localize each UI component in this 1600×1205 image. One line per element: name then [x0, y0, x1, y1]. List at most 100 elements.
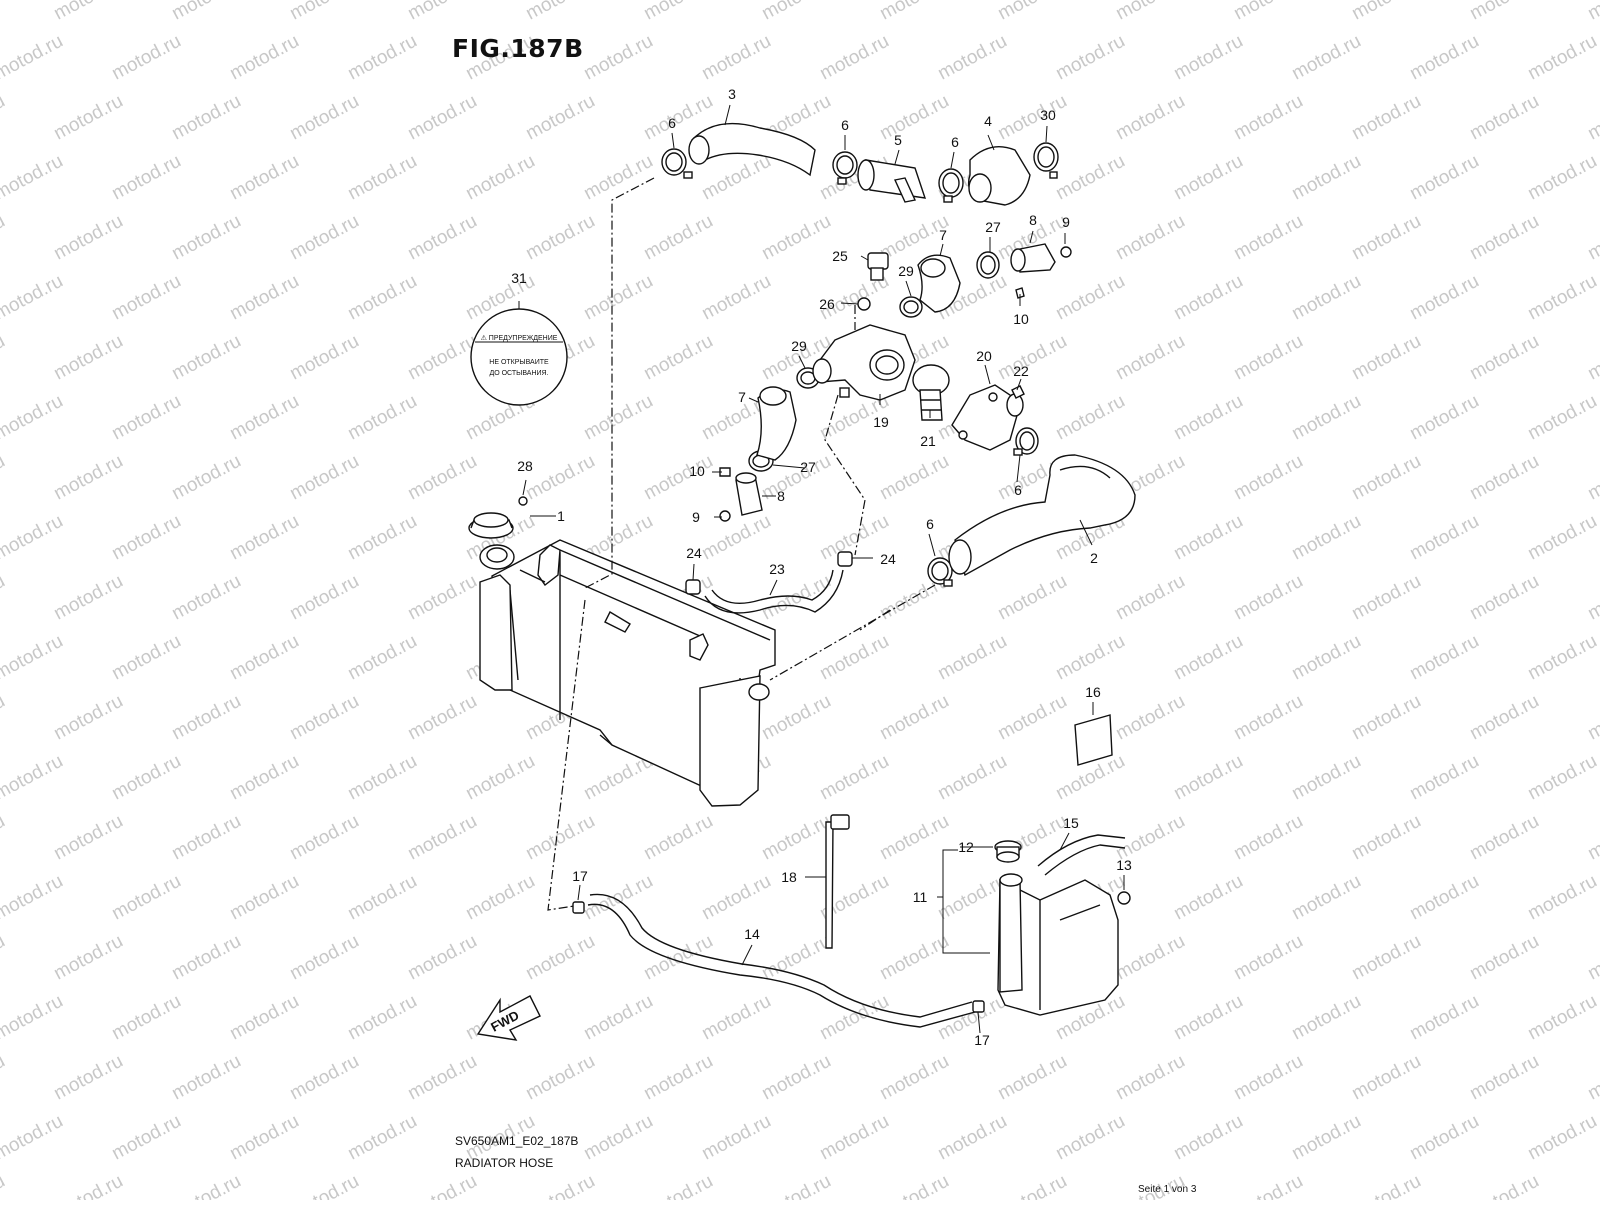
watermark-text: motod.ru	[698, 1111, 774, 1165]
watermark-text: motod.ru	[1348, 1051, 1424, 1105]
watermark-text: motod.ru	[1288, 1111, 1364, 1165]
watermark-text: motod.ru	[640, 331, 716, 385]
watermark-text: motod.ru	[816, 31, 892, 85]
warning-heading: ⚠ ПРЕДУПРЕЖДЕНИЕ	[481, 334, 558, 342]
watermark-text: motod.ru	[108, 751, 184, 805]
watermark-text: motod.ru	[1524, 271, 1600, 325]
clamp-24a	[685, 579, 701, 595]
hose-23	[704, 569, 844, 614]
watermark-text: motod.ru	[1466, 331, 1542, 385]
watermark-text: motod.ru	[1288, 511, 1364, 565]
watermark-text: motod.ru	[1112, 0, 1188, 24]
watermark-text: motod.ru	[344, 151, 420, 205]
figure-title: FIG.187B	[452, 34, 584, 63]
callout-label: 2	[1090, 550, 1098, 566]
callout-label: 25	[832, 248, 848, 264]
radiator	[479, 539, 776, 807]
watermark-text: motod.ru	[816, 751, 892, 805]
thermostat-housing-19	[812, 324, 916, 401]
watermark-text: motod.ru	[1288, 991, 1364, 1045]
watermark-text: motod.ru	[580, 991, 656, 1045]
watermark-text: motod.ru	[994, 91, 1070, 145]
callout-label: 7	[738, 389, 746, 405]
watermark-text: motod.ru	[1230, 1171, 1306, 1200]
watermark-text: motod.ru	[344, 871, 420, 925]
watermark-text: motod.ru	[168, 331, 244, 385]
watermark-text: motod.ru	[108, 511, 184, 565]
callout-label: 5	[894, 132, 902, 148]
watermark-text: motod.ru	[344, 1111, 420, 1165]
watermark-text: motod.ru	[522, 1051, 598, 1105]
watermark-text: motod.ru	[1112, 931, 1188, 985]
watermark-text: motod.ru	[1584, 1171, 1600, 1200]
watermark-text: motod.ru	[50, 811, 126, 865]
callout-label: 9	[692, 509, 700, 525]
watermark-text: motod.ru	[404, 91, 480, 145]
callout-label: 22	[1013, 363, 1029, 379]
hose-15	[1037, 834, 1126, 876]
callout-label: 30	[1040, 107, 1056, 123]
watermark-text: motod.ru	[226, 511, 302, 565]
watermark-text: motod.ru	[580, 271, 656, 325]
watermark-text: motod.ru	[640, 811, 716, 865]
watermark-text: motod.ru	[934, 31, 1010, 85]
watermark-text: motod.ru	[1052, 631, 1128, 685]
clamp-27a	[976, 251, 1000, 279]
watermark-text: motod.ru	[0, 691, 9, 745]
watermark-text: motod.ru	[108, 151, 184, 205]
clamp-17b	[972, 1000, 985, 1013]
hose-7-lower	[756, 386, 797, 461]
watermark-text: motod.ru	[286, 211, 362, 265]
callout-label: 12	[958, 839, 974, 855]
watermark-text: motod.ru	[404, 571, 480, 625]
watermark-text: motod.ru	[226, 271, 302, 325]
watermark-text: motod.ru	[1406, 271, 1482, 325]
watermark-text: motod.ru	[698, 991, 774, 1045]
watermark-text: motod.ru	[1524, 31, 1600, 85]
watermark-text: motod.ru	[876, 91, 952, 145]
watermark-text: motod.ru	[1524, 631, 1600, 685]
watermark-text: motod.ru	[286, 451, 362, 505]
callout-label: 3	[728, 86, 736, 102]
radiator-cap	[468, 496, 528, 539]
watermark-text: motod.ru	[1524, 871, 1600, 925]
fitting-8-lower	[719, 467, 763, 522]
watermark-text: motod.ru	[168, 91, 244, 145]
watermark-text: motod.ru	[108, 271, 184, 325]
watermark-text: motod.ru	[758, 211, 834, 265]
watermark-text: motod.ru	[108, 631, 184, 685]
clamp-30	[1033, 142, 1059, 179]
watermark-text: motod.ru	[1230, 931, 1306, 985]
watermark-text: motod.ru	[50, 91, 126, 145]
watermark-text: motod.ru	[0, 451, 9, 505]
clamp-17a	[572, 901, 585, 914]
callout-label: 16	[1085, 684, 1101, 700]
watermark-text: motod.ru	[226, 751, 302, 805]
watermark-text: motod.ru	[816, 1111, 892, 1165]
clamp-29a	[899, 296, 923, 318]
watermark-text: motod.ru	[50, 1171, 126, 1200]
watermark-text: motod.ru	[1584, 331, 1600, 385]
watermark-text: motod.ru	[1406, 991, 1482, 1045]
callout-label: 6	[1014, 482, 1022, 498]
callout-label: 7	[939, 227, 947, 243]
watermark-text: motod.ru	[1170, 871, 1246, 925]
watermark-text: motod.ru	[1466, 1171, 1542, 1200]
watermark-text: motod.ru	[1230, 1051, 1306, 1105]
watermark-text: motod.ru	[522, 211, 598, 265]
watermark-text: motod.ru	[1348, 211, 1424, 265]
watermark-text: motod.ru	[1170, 511, 1246, 565]
watermark-text: motod.ru	[1288, 751, 1364, 805]
watermark-text: motod.ru	[50, 1051, 126, 1105]
watermark-text: motod.ru	[344, 511, 420, 565]
callout-label: 19	[873, 414, 889, 430]
callout-label: 28	[517, 458, 533, 474]
watermark-text: motod.ru	[934, 631, 1010, 685]
reference-lines	[547, 177, 936, 911]
watermark-text: motod.ru	[344, 31, 420, 85]
watermark-text: motod.ru	[698, 151, 774, 205]
watermark-text: motod.ru	[1230, 211, 1306, 265]
watermark-text: motod.ru	[462, 871, 538, 925]
watermark-text: motod.ru	[404, 931, 480, 985]
watermark-text: motod.ru	[404, 451, 480, 505]
